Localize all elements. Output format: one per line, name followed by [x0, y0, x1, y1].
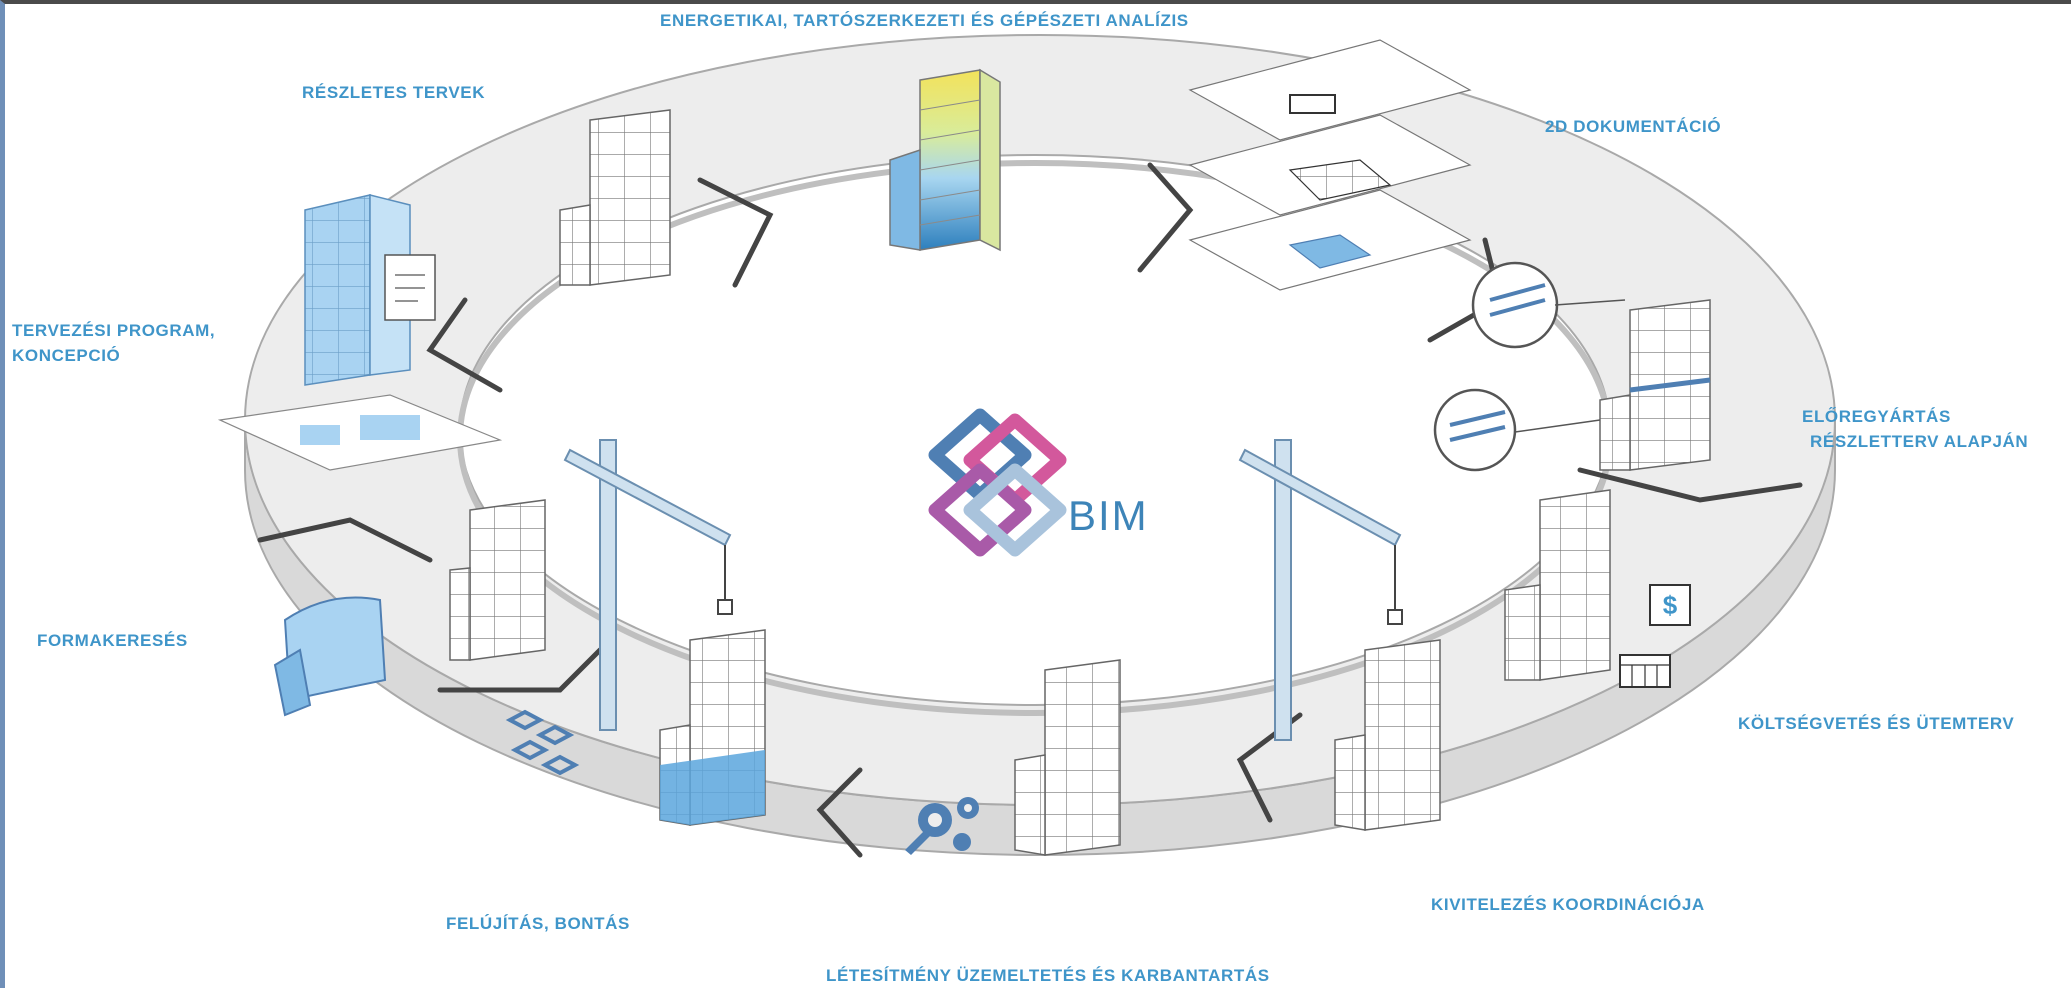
stage-label-analysis: ENERGETIKAI, TARTÓSZERKEZETI ÉS GÉPÉSZET… [660, 11, 1189, 30]
prefabrication-line-1: ELŐREGYÁRTÁS [1802, 407, 1951, 426]
form-finding-model [273, 499, 546, 717]
stage-label-form-finding: FORMAKERESÉS [37, 631, 188, 650]
svg-text:$: $ [1663, 590, 1678, 620]
documentation-sheets [1188, 39, 1472, 291]
prefabrication-model [1599, 299, 1711, 471]
stage-label-prefabrication: ELŐREGYÁRTÁS RÉSZLETTERV ALAPJÁN [1802, 404, 2028, 454]
calendar-icon [1619, 654, 1671, 688]
renovation-model [659, 629, 766, 826]
analysis-model [889, 68, 1001, 252]
design-program-line-2: KONCEPCIÓ [12, 346, 121, 365]
bim-logo-text: BIM [1068, 492, 1149, 539]
dollar-icon: $ [1649, 584, 1691, 626]
gear-icon [905, 797, 979, 855]
stage-label-detailed-plans: RÉSZLETES TERVEK [302, 83, 486, 102]
cost-model [1504, 489, 1611, 681]
coordination-model [1334, 639, 1441, 831]
design-program-model [217, 194, 503, 471]
stage-label-construction-coordination: KIVITELEZÉS KOORDINÁCIÓJA [1431, 895, 1705, 914]
stage-label-facility-operation: LÉTESÍTMÉNY ÜZEMELTETÉS ÉS KARBANTARTÁS [826, 966, 1270, 985]
stage-label-cost-schedule: KÖLTSÉGVETÉS ÉS ÜTEMTERV [1738, 714, 2015, 733]
prefabrication-line-2: RÉSZLETTERV ALAPJÁN [1810, 432, 2029, 451]
bim-logo-icon [928, 408, 1067, 557]
design-program-line-1: TERVEZÉSI PROGRAM, [12, 321, 216, 340]
document-icon [384, 254, 436, 321]
crane-icon [563, 439, 1403, 741]
stage-label-renovation: FELÚJÍTÁS, BONTÁS [446, 914, 630, 933]
detailed-plans-model [559, 109, 671, 286]
magnifier-icon [1433, 261, 1626, 472]
stage-label-2d-documentation: 2D DOKUMENTÁCIÓ [1545, 117, 1722, 136]
building-block-icon [505, 709, 580, 776]
facility-model [1014, 659, 1121, 856]
stage-label-design-program: TERVEZÉSI PROGRAM, KONCEPCIÓ [12, 318, 215, 368]
